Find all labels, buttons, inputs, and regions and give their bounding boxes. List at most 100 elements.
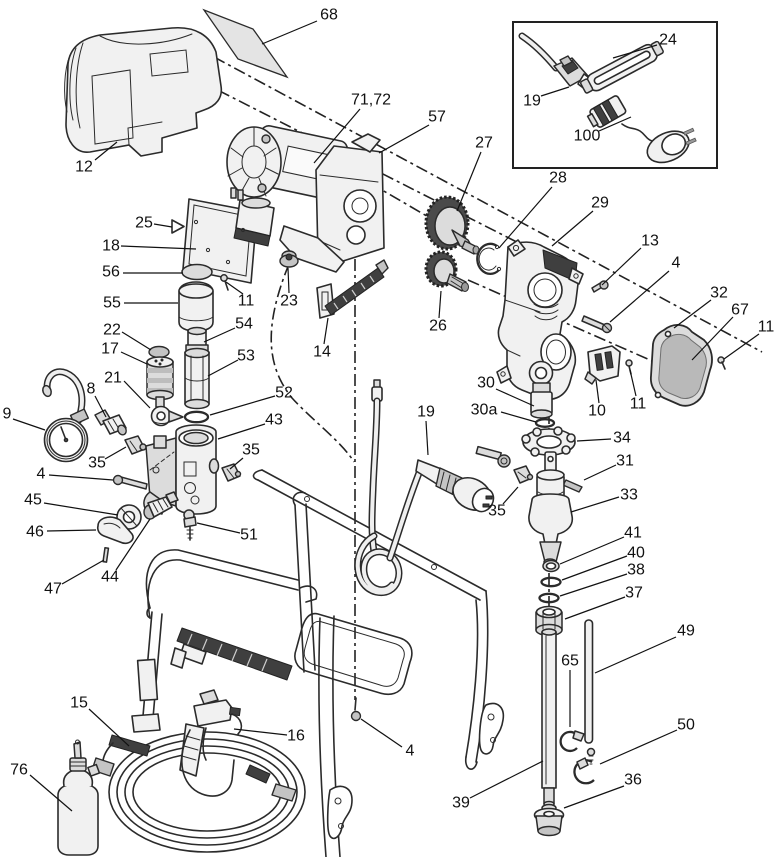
pump-piston-art	[528, 451, 574, 566]
leader-line-57	[378, 124, 430, 154]
oring-40-art	[540, 576, 562, 588]
pin-47-art	[102, 547, 110, 563]
callout-55: 55	[103, 295, 121, 312]
callout-19: 19	[417, 404, 435, 421]
callout-44: 44	[101, 569, 119, 586]
leader-line-19	[425, 420, 429, 456]
leader-line-29	[551, 210, 594, 247]
leader-line-39	[469, 760, 544, 799]
oring-52-art	[183, 410, 210, 424]
leader-line-34	[576, 438, 612, 442]
leader-line-25	[153, 223, 173, 228]
gauge-hose-art	[42, 368, 90, 426]
leader-line-8	[94, 395, 107, 418]
disc-22-art	[148, 345, 170, 359]
leader-line-16	[233, 728, 288, 736]
callout-40: 40	[627, 545, 645, 562]
leader-line-10	[595, 379, 600, 404]
leader-line-28	[498, 186, 553, 249]
inset-cord-wrap-24-art	[579, 40, 664, 94]
callout-46: 46	[26, 524, 44, 541]
warning-triangle-art	[171, 219, 185, 234]
screw-11-mid-art	[625, 359, 633, 375]
leader-line-52	[209, 395, 276, 416]
latch-10-art	[584, 345, 621, 385]
callout-17: 17	[101, 341, 119, 358]
leader-line-32	[673, 299, 712, 329]
leader-line-71,72	[313, 108, 361, 164]
oring-38-art	[538, 592, 560, 604]
motor-cover-art	[64, 27, 223, 157]
leader-line-26	[438, 290, 442, 319]
callout-38: 38	[627, 562, 645, 579]
callout-56: 56	[102, 264, 120, 281]
leader-line-40	[561, 555, 628, 581]
leader-line-51	[196, 522, 241, 534]
leader-line-31	[583, 464, 617, 481]
leader-line-23	[287, 267, 290, 294]
callout-32: 32	[710, 285, 728, 302]
callout-53: 53	[237, 348, 255, 365]
callout-19: 19	[523, 93, 541, 110]
leader-line-68	[261, 20, 318, 45]
leader-line-30a	[500, 411, 537, 423]
callout-10: 10	[588, 403, 606, 420]
callout-35: 35	[242, 442, 260, 459]
tube-53-art	[184, 347, 210, 410]
callout-37: 37	[625, 585, 643, 602]
valve-44-art	[143, 491, 179, 520]
callout-11: 11	[238, 293, 255, 310]
leader-line-12	[94, 141, 118, 161]
leader-line-35	[229, 457, 244, 470]
leader-line-43	[217, 423, 266, 440]
strainer-art	[533, 803, 565, 837]
oring-30a-art	[534, 418, 556, 428]
leader-line-11	[629, 369, 637, 397]
leader-line-4	[360, 718, 403, 748]
hose-art	[87, 731, 306, 853]
leader-line-76	[29, 774, 73, 812]
control-board-art	[182, 187, 275, 284]
leader-line-100	[598, 116, 632, 132]
leader-line-36	[563, 785, 625, 809]
valve-21-art	[150, 405, 184, 427]
callout-76: 76	[10, 762, 28, 779]
leader-line-33	[570, 496, 620, 513]
callout-21: 21	[104, 370, 122, 387]
pin-31-art	[562, 479, 583, 493]
connecting-rod-art	[528, 360, 554, 419]
motor-bracket-art	[279, 133, 385, 273]
callout-8: 8	[87, 381, 96, 398]
leader-line-38	[559, 573, 628, 597]
callout-9: 9	[3, 406, 12, 423]
leader-line-46	[46, 529, 97, 532]
deflector-art	[316, 259, 389, 319]
leader-line-35	[502, 486, 519, 505]
leader-line-18	[120, 245, 197, 250]
leader-line-24	[612, 44, 658, 59]
callout-31: 31	[616, 453, 634, 470]
leader-line-14	[323, 317, 329, 345]
leader-line-19	[540, 86, 570, 97]
fitting-51-art	[183, 509, 197, 541]
leader-line-11	[723, 333, 760, 360]
callout-41: 41	[624, 525, 642, 542]
filter-17-art	[146, 356, 174, 408]
retaining-ring-28-art	[476, 242, 502, 275]
plug-35-center-art	[513, 465, 534, 484]
bolt-art	[475, 445, 511, 468]
callout-18: 18	[102, 238, 120, 255]
leader-line-67	[691, 316, 734, 361]
callout-34: 34	[613, 430, 631, 447]
nut-23-art	[279, 250, 299, 268]
screw-4-left-art	[112, 474, 148, 490]
callout-67: 67	[731, 302, 749, 319]
gasket-67-art	[658, 333, 707, 399]
gear-26-art	[424, 250, 469, 292]
callout-24: 24	[659, 32, 677, 49]
clip-50-art	[573, 747, 596, 785]
leader-line-27	[456, 151, 482, 212]
callout-29: 29	[591, 195, 609, 212]
callout-45: 45	[24, 492, 42, 509]
